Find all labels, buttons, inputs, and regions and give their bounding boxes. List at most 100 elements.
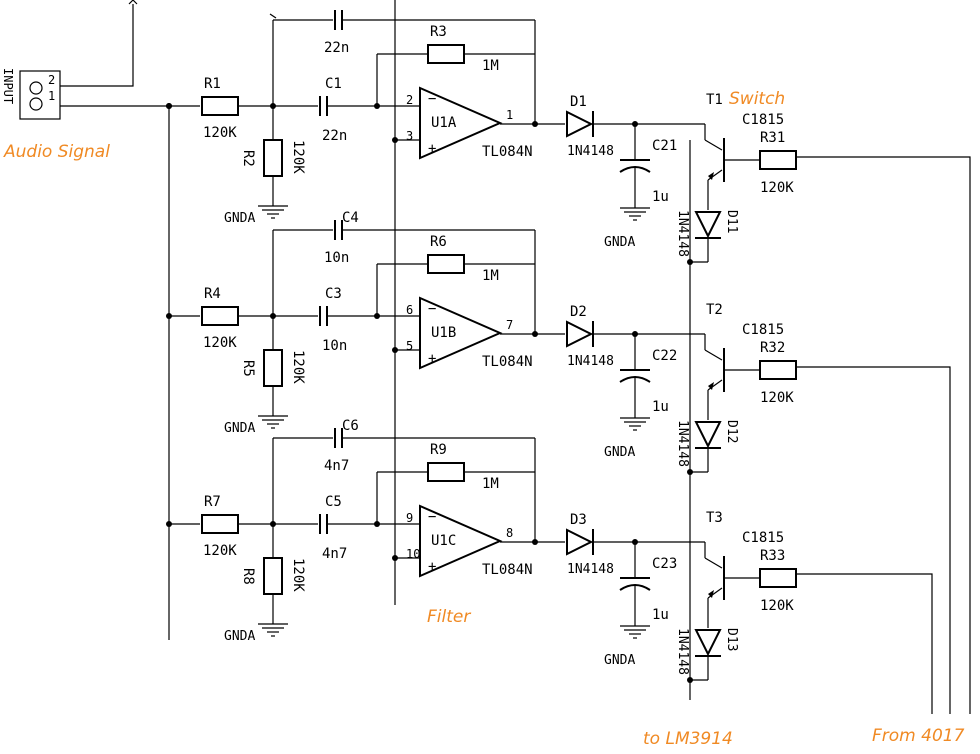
connector-pin2: 2 [48,73,55,87]
pin-minus: 2 [406,93,413,107]
plus-sign: + [428,351,436,367]
capacitor-out-label: C22 [652,348,677,364]
gnd-label: GNDA [224,629,255,644]
resistor-symbol [427,44,465,64]
diode-symbol [694,421,722,449]
opamp-part: TL084N [482,562,533,578]
global-wiring [60,0,691,700]
opamp-symbol [419,86,503,160]
resistor-base-label: R32 [760,340,785,356]
collector-diode-part: 1N4148 [675,628,690,675]
from-4017-lines [796,156,971,714]
transistor-label: T3 [706,510,723,526]
capacitor-fb-value: 10n [324,250,349,266]
diode-symbol [566,528,594,556]
pin-plus: 3 [406,129,413,143]
diode-label: D3 [570,512,587,528]
collector-diode-label: D12 [724,420,739,443]
diode-label: D2 [570,304,587,320]
opamp-label: U1C [431,533,456,549]
resistor-symbol [263,139,283,177]
capacitor-in-value: 22n [322,128,347,144]
resistor-gnd-value: 120K [290,140,306,174]
minus-sign: − [428,91,436,107]
resistor-in-value: 120K [203,335,237,351]
resistor-symbol [201,306,239,326]
resistor-base-label: R31 [760,130,785,146]
to-lm3914-label: to LM3914 [643,729,733,749]
capacitor-fb-value: 22n [324,40,349,56]
minus-sign: − [428,301,436,317]
gnd-label: GNDA [224,421,255,436]
resistor-symbol [263,349,283,387]
diode-part: 1N4148 [567,144,614,159]
capacitor-in-value: 10n [322,338,347,354]
filter-label: Filter [427,607,471,627]
pin-minus: 9 [406,511,413,525]
resistor-base-value: 120K [760,390,794,406]
resistor-in-value: 120K [203,125,237,141]
opamp-label: U1B [431,325,456,341]
resistor-fb-value: 1M [482,58,499,74]
capacitor-out-value: 1u [652,607,669,623]
collector-diode-label: D11 [724,210,739,233]
gnd-label: GNDA [604,235,635,250]
resistor-base-label: R33 [760,548,785,564]
capacitor-out-label: C21 [652,138,677,154]
collector-diode-part: 1N4148 [675,210,690,257]
plus-sign: + [428,559,436,575]
resistor-symbol [427,462,465,482]
resistor-gnd-value: 120K [290,350,306,384]
capacitor-in-label: C5 [325,494,342,510]
transistor-label: T2 [706,302,723,318]
resistor-in-label: R4 [204,286,221,302]
capacitor-fb-label: C4 [342,210,359,226]
audio-signal-label: Audio Signal [3,142,110,162]
connector-name: INPUT [1,68,15,104]
plus-sign: + [428,141,436,157]
resistor-fb-value: 1M [482,268,499,284]
resistor-fb-label: R3 [430,24,447,40]
resistor-symbol [201,514,239,534]
input-connector: 2 1 INPUT [1,68,172,120]
resistor-gnd-label: R5 [240,360,256,377]
resistor-in-label: R1 [204,76,221,92]
diode-symbol [694,629,722,657]
diode-symbol [566,110,594,138]
resistor-symbol [759,360,797,380]
gnd-label: GNDA [604,445,635,460]
resistor-base-value: 120K [760,180,794,196]
capacitor-out-value: 1u [652,399,669,415]
pin-plus: 10 [406,547,420,561]
diode-label: D1 [570,94,587,110]
collector-diode-part: 1N4148 [675,420,690,467]
resistor-gnd-label: R8 [240,568,256,585]
opamp-part: TL084N [482,354,533,370]
resistor-symbol [759,150,797,170]
resistor-in-label: R7 [204,494,221,510]
capacitor-in-value: 4n7 [322,546,347,562]
capacitor-in-label: C3 [325,286,342,302]
capacitor-fb-value: 4n7 [324,458,349,474]
resistor-in-value: 120K [203,543,237,559]
capacitor-out-label: C23 [652,556,677,572]
transistor-part: C1815 [742,530,784,546]
opamp-symbol [419,504,503,578]
collector-diode-label: D13 [724,628,739,651]
opamp-label: U1A [431,115,457,131]
gnd-label: GNDA [604,653,635,668]
diode-symbol [566,320,594,348]
resistor-symbol [759,568,797,588]
capacitor-in-label: C1 [325,76,342,92]
pin-out: 8 [506,526,513,540]
resistor-symbol [201,96,239,116]
capacitor-out-value: 1u [652,189,669,205]
resistor-fb-value: 1M [482,476,499,492]
resistor-fb-label: R9 [430,442,447,458]
diode-symbol [694,211,722,239]
resistor-symbol [427,254,465,274]
